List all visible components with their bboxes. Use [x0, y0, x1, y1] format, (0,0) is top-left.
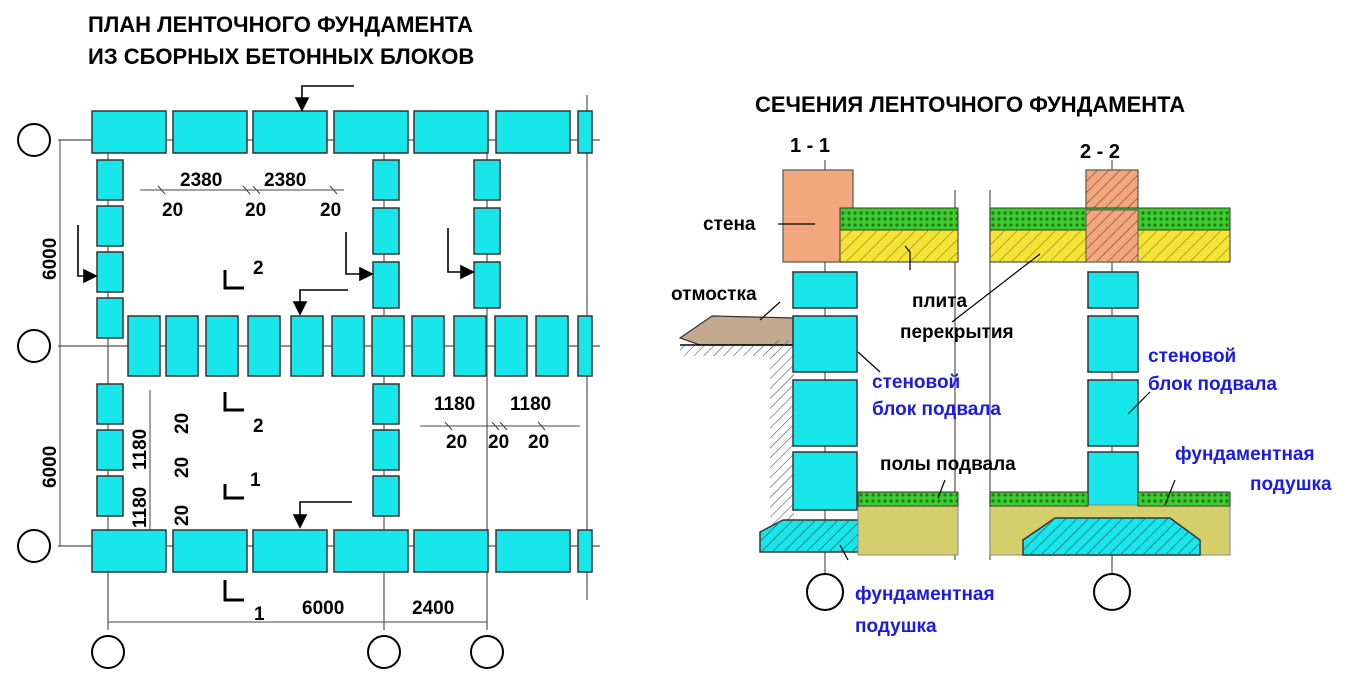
cut-label-2-top: 2 — [253, 258, 264, 279]
label-footing-1-line2: подушка — [855, 616, 937, 637]
dim-1180-a: 1180 — [434, 394, 475, 415]
dim-1180-v1: 1180 — [130, 429, 151, 470]
section-1-blocks — [792, 271, 858, 511]
label-footing-1-line1: фундаментная — [855, 584, 995, 605]
section-2-blocks — [1087, 271, 1139, 511]
footing-2-hatch — [1023, 518, 1200, 555]
plan-title-line2: ИЗ СБОРНЫХ БЕТОННЫХ БЛОКОВ — [88, 44, 474, 69]
insulation-1-top-dots — [840, 208, 958, 230]
dim-1180-b: 1180 — [510, 394, 551, 415]
leader-lines — [759, 223, 1176, 561]
cut-label-1-bottom: 1 — [254, 604, 265, 625]
label-basement-block-2-line1: стеновой — [1148, 346, 1236, 367]
dim-1180-v2: 1180 — [130, 487, 151, 528]
plan-drawing: ПЛАН ЛЕНТОЧНОГО ФУНДАМЕНТА ИЗ СБОРНЫХ БЕ… — [17, 12, 600, 669]
soil-hatch-wall — [770, 340, 794, 525]
dim-2400-horizontal: 2400 — [412, 598, 454, 619]
section-axis-markers — [806, 573, 1131, 611]
dim-6000-vertical-bottom: 6000 — [40, 446, 61, 488]
section-cut-marks — [223, 270, 244, 602]
cut-label-1-top: 1 — [250, 470, 261, 491]
label-basement-block-2-line2: блок подвала — [1148, 374, 1277, 395]
dim-20-v3: 20 — [172, 505, 193, 526]
label-slab-line1: плита — [912, 291, 968, 312]
floor-1-dots — [858, 492, 958, 506]
dim-2380-a: 2380 — [180, 170, 222, 191]
dim-6000-horizontal: 6000 — [302, 598, 344, 619]
plan-pointers — [77, 85, 475, 529]
plan-blocks — [91, 110, 593, 573]
slab-1-hatch — [840, 230, 958, 262]
wall-block-2-lower-hatch — [1086, 210, 1138, 262]
dim-20-a: 20 — [162, 200, 183, 221]
sections-drawing: СЕЧЕНИЯ ЛЕНТОЧНОГО ФУНДАМЕНТА 1 - 1 2 - … — [671, 92, 1332, 637]
dim-20-b: 20 — [245, 200, 266, 221]
label-slab-line2: перекрытия — [900, 322, 1014, 343]
floor-2-left-dots — [990, 492, 1088, 506]
cut-label-2-bottom: 2 — [253, 416, 264, 437]
dim-20-d: 20 — [446, 432, 467, 453]
dim-2380-b: 2380 — [264, 170, 306, 191]
dim-20-v2: 20 — [172, 457, 193, 478]
label-footing-2-line2: подушка — [1250, 474, 1332, 495]
label-basement-block-1-line2: блок подвала — [872, 399, 1001, 420]
section-2-2-label: 2 - 2 — [1080, 141, 1120, 163]
plan-title-line1: ПЛАН ЛЕНТОЧНОГО ФУНДАМЕНТА — [88, 12, 473, 37]
label-blind-area: отмостка — [671, 284, 757, 305]
floor-2-right-dots — [1138, 492, 1230, 506]
dim-20-e: 20 — [488, 432, 509, 453]
dimension-lines — [59, 140, 580, 623]
sections-title: СЕЧЕНИЯ ЛЕНТОЧНОГО ФУНДАМЕНТА — [755, 92, 1185, 117]
ground-fill-1 — [857, 504, 959, 556]
axis-markers — [17, 123, 504, 669]
label-basement-floor: полы подвала — [880, 454, 1016, 475]
label-wall: стена — [703, 214, 756, 235]
dim-20-f: 20 — [528, 432, 549, 453]
dim-20-v1: 20 — [172, 413, 193, 434]
soil-hatch — [680, 346, 775, 356]
label-footing-2-line1: фундаментная — [1175, 444, 1315, 465]
dim-20-c: 20 — [320, 200, 341, 221]
section-1-1-label: 1 - 1 — [790, 135, 830, 157]
footing-1-hatch — [760, 520, 885, 552]
label-basement-block-1-line1: стеновой — [872, 372, 960, 393]
dim-6000-vertical-top: 6000 — [40, 238, 61, 280]
